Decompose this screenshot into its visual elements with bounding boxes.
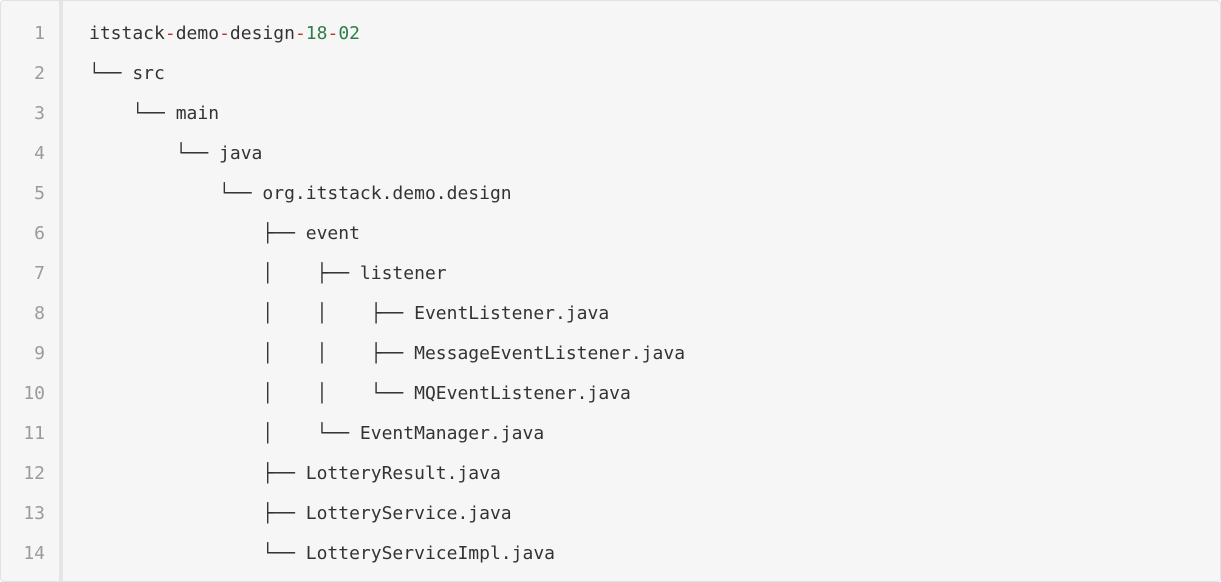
code-line: 3 └── main (1, 94, 1220, 134)
code-text: ├── LotteryService.java (89, 503, 512, 524)
token: itstack (89, 23, 165, 44)
line-number: 3 (34, 103, 45, 124)
code-line: 12 ├── LotteryResult.java (1, 454, 1220, 494)
line-number: 1 (34, 23, 45, 44)
code-text: │ │ ├── MessageEventListener.java (89, 343, 686, 364)
code-line: 13 ├── LotteryService.java (1, 494, 1220, 534)
code-text: │ ├── listener (89, 263, 447, 284)
code-line: 10 │ │ └── MQEventListener.java (1, 374, 1220, 414)
code-text: ├── LotteryResult.java (89, 463, 501, 484)
line-number: 5 (34, 183, 45, 204)
line-number: 11 (23, 423, 45, 444)
line-number: 14 (23, 543, 45, 564)
code-line: 4 └── java (1, 134, 1220, 174)
line-number: 10 (23, 383, 45, 404)
code-text: └── LotteryServiceImpl.java (89, 543, 555, 564)
line-number: 13 (23, 503, 45, 524)
code-line: 2 └── src (1, 54, 1220, 94)
code-text: ├── event (89, 223, 360, 244)
token: 18 (305, 23, 328, 44)
code-text-line-1: itstack-demo-design-18-02 (89, 14, 360, 54)
line-number: 4 (34, 143, 45, 164)
line-number: 12 (23, 463, 45, 484)
line-number: 2 (34, 63, 45, 84)
code-line: 5 └── org.itstack.demo.design (1, 174, 1220, 214)
token: - (294, 23, 306, 44)
line-number: 9 (34, 343, 45, 364)
code-line: 1 itstack-demo-design-18-02 (1, 14, 1220, 54)
code-text: │ └── EventManager.java (89, 423, 545, 444)
code-line: 8 │ │ ├── EventListener.java (1, 294, 1220, 334)
line-number: 7 (34, 263, 45, 284)
code-line: 7 │ ├── listener (1, 254, 1220, 294)
line-number: 8 (34, 303, 45, 324)
code-line: 14 └── LotteryServiceImpl.java (1, 534, 1220, 574)
token: - (219, 23, 230, 44)
token: 02 (338, 23, 360, 44)
code-text: │ │ ├── EventListener.java (89, 303, 610, 324)
token: demo (175, 23, 220, 44)
token: design (229, 23, 295, 44)
code-text: └── java (89, 143, 263, 164)
code-line: 6 ├── event (1, 214, 1220, 254)
line-number-gutter (1, 1, 63, 581)
code-text: │ │ └── MQEventListener.java (89, 383, 631, 404)
token: - (164, 23, 176, 44)
line-number: 6 (34, 223, 45, 244)
code-line: 9 │ │ ├── MessageEventListener.java (1, 334, 1220, 374)
code-line: 11 │ └── EventManager.java (1, 414, 1220, 454)
code-text: └── org.itstack.demo.design (89, 183, 512, 204)
code-text: └── src (89, 63, 165, 84)
token: - (327, 23, 339, 44)
code-text: └── main (89, 103, 220, 124)
